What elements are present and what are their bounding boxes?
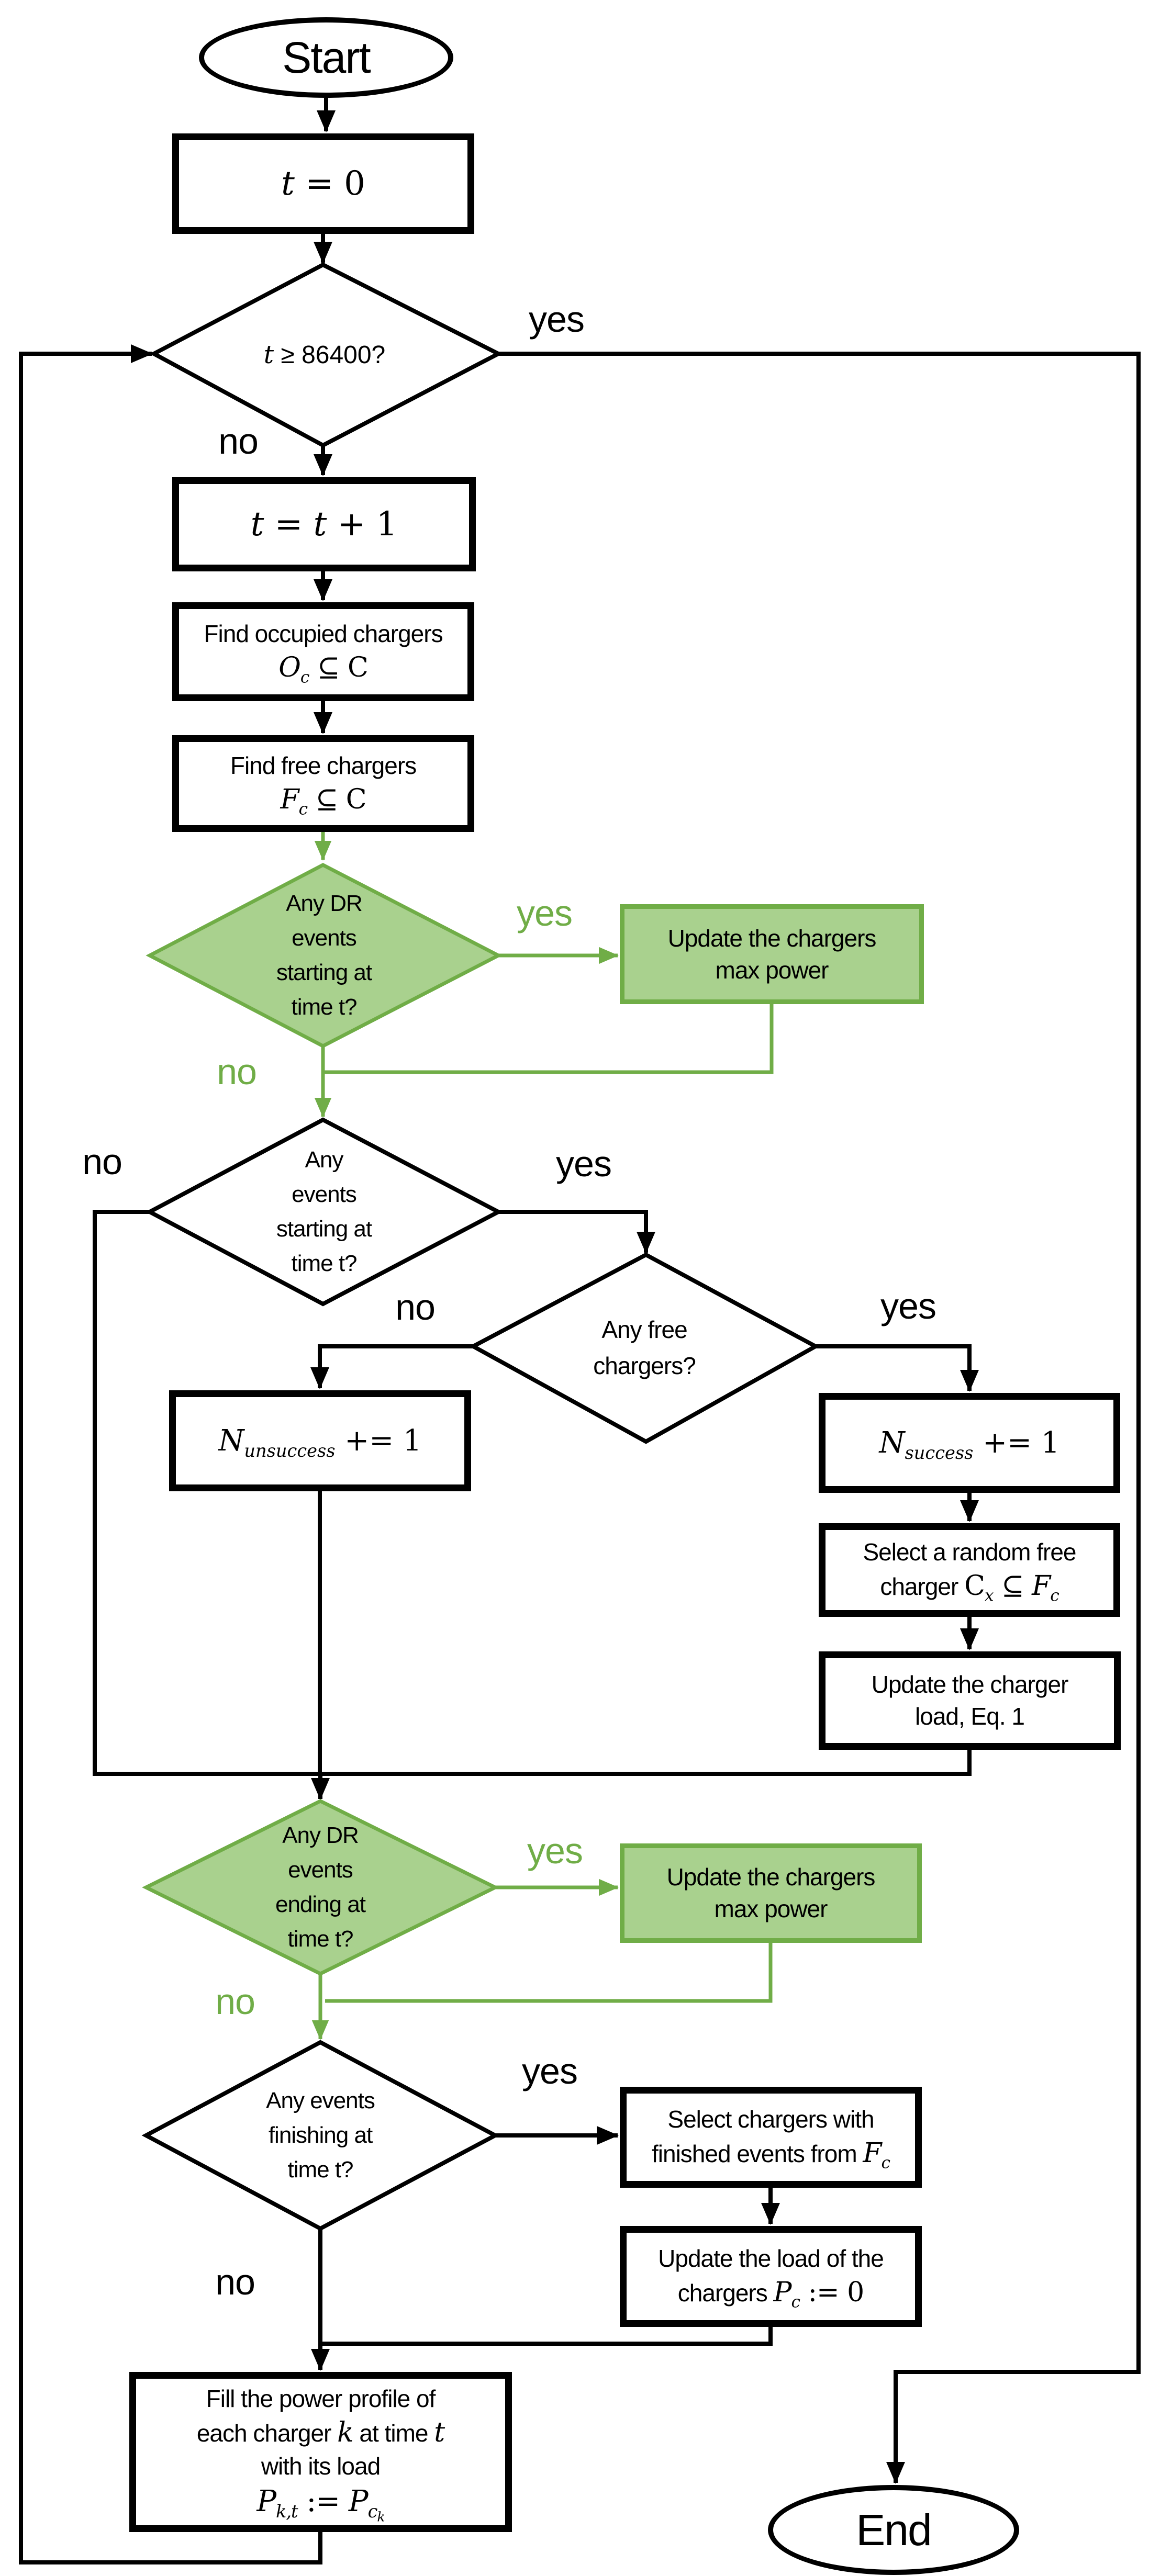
process-find-free: Find free chargers Fc ⊆ C — [172, 735, 474, 832]
process-find-occupied: Find occupied chargers Oc ⊆ C — [172, 602, 474, 701]
label-events-finish-yes: yes — [522, 2051, 578, 2091]
decision-check-end-text: t ≥ 86400? — [199, 329, 450, 381]
edge-updatemax2-return — [325, 1943, 773, 2003]
decision-events-start-shape — [145, 1117, 503, 1307]
decision-free-chargers-shape — [468, 1252, 820, 1444]
edge-updatemax1-return — [323, 1004, 774, 1074]
process-set-t0: t = 0 — [172, 133, 474, 234]
update-max2-line2: max power — [714, 1895, 828, 1922]
label-dr-end-no: no — [215, 1981, 255, 2022]
reset-load-line2: chargers Pc := 0 — [677, 2276, 864, 2311]
process-update-max-power-1: Update the chargers max power — [620, 904, 924, 1004]
events-finish-l1: Any events — [266, 2088, 375, 2113]
label-dr-start-yes: yes — [517, 893, 573, 933]
n-unsuccess-equation: Nunsuccess += 1 — [218, 1424, 422, 1461]
check-end-question: t ≥ 86400? — [263, 340, 386, 369]
select-random-line2: charger Cx ⊆ Fc — [880, 1570, 1059, 1605]
process-reset-load: Update the load of the chargers Pc := 0 — [620, 2226, 922, 2327]
events-start-l2: events — [292, 1182, 357, 1207]
events-start-l3: starting at — [276, 1216, 372, 1242]
events-finish-l2: finishing at — [268, 2122, 373, 2148]
decision-dr-end-text: Any DR events ending at time t? — [216, 1817, 425, 1958]
increment-equation: t = t + 1 — [250, 505, 398, 544]
label-events-start-yes: yes — [556, 1143, 612, 1184]
dr-end-l2: events — [288, 1857, 353, 1883]
events-finish-l3: time t? — [287, 2157, 353, 2183]
find-free-line1: Find free chargers — [230, 751, 417, 779]
edge-eventsstart-no — [93, 1210, 318, 1776]
n-success-equation: Nsuccess += 1 — [879, 1426, 1060, 1464]
dr-start-l3: starting at — [276, 960, 372, 985]
terminal-end: End — [768, 2485, 1019, 2575]
terminal-start: Start — [199, 17, 453, 98]
process-n-success: Nsuccess += 1 — [819, 1393, 1120, 1493]
dr-start-l4: time t? — [291, 994, 357, 1020]
find-occupied-formula: Oc ⊆ C — [278, 651, 369, 687]
edge-freechargers-yes — [816, 1344, 979, 1392]
process-fill-profile: Fill the power profile of each charger k… — [129, 2372, 512, 2532]
free-chargers-l1: Any free — [601, 1316, 687, 1343]
decision-events-finish-shape — [141, 2040, 500, 2231]
label-check-end-no: no — [218, 421, 259, 462]
process-increment-t: t = t + 1 — [172, 477, 476, 571]
fill-profile-equation: Pk,t := Pck — [256, 2484, 385, 2525]
label-free-chargers-no: no — [395, 1287, 436, 1328]
update-max1-line2: max power — [715, 956, 829, 984]
find-free-formula: Fc ⊆ C — [280, 783, 367, 818]
edge-fill-loopback — [19, 344, 322, 2564]
edge-eventsstart-yes — [498, 1210, 655, 1254]
edge-updateload-to-merge — [321, 1750, 972, 1776]
end-label: End — [856, 2505, 932, 2555]
decision-free-chargers-text: Any free chargers? — [540, 1311, 749, 1385]
decision-events-start-text: Any events starting at time t? — [219, 1142, 429, 1282]
select-finished-line2: finished events from Fc — [652, 2137, 890, 2172]
free-chargers-l2: chargers? — [593, 1352, 696, 1379]
events-start-l4: time t? — [291, 1251, 357, 1276]
decision-dr-start-text: Any DR events starting at time t? — [219, 885, 429, 1026]
decision-events-finish-text: Any events finishing at time t? — [216, 2083, 425, 2188]
update-load-line2: load, Eq. 1 — [915, 1703, 1025, 1730]
set-t0-equation: t = 0 — [281, 164, 365, 203]
label-free-chargers-yes: yes — [880, 1286, 936, 1326]
process-select-random-charger: Select a random free charger Cx ⊆ Fc — [819, 1523, 1120, 1617]
edge-check-yes-to-end — [498, 352, 1141, 2484]
dr-start-l2: events — [292, 925, 357, 951]
label-dr-start-no: no — [217, 1051, 257, 1092]
label-events-start-no: no — [82, 1141, 122, 1182]
select-finished-line1: Select chargers with — [667, 2105, 874, 2133]
events-start-l1: Any — [305, 1147, 344, 1173]
select-random-line1: Select a random free — [863, 1538, 1076, 1566]
update-max2-line1: Update the chargers — [666, 1863, 876, 1891]
fill-profile-line3: with its load — [261, 2453, 381, 2480]
fill-profile-line1: Fill the power profile of — [206, 2385, 436, 2413]
decision-check-end-shape — [149, 262, 503, 448]
decision-dr-start-shape — [146, 863, 503, 1048]
process-select-finished: Select chargers with finished events fro… — [620, 2087, 922, 2188]
dr-end-l4: time t? — [287, 1926, 353, 1952]
label-dr-end-yes: yes — [527, 1830, 583, 1871]
process-n-unsuccess: Nunsuccess += 1 — [169, 1390, 471, 1491]
dr-start-l1: Any DR — [286, 891, 363, 916]
fill-profile-line2: each charger k at time t — [196, 2416, 445, 2448]
dr-end-l3: ending at — [275, 1892, 366, 1917]
start-label: Start — [282, 32, 371, 82]
process-update-max-power-2: Update the chargers max power — [620, 1843, 922, 1943]
update-load-line1: Update the charger — [871, 1671, 1069, 1698]
dr-end-l1: Any DR — [282, 1823, 359, 1848]
decision-dr-end-shape — [142, 1799, 499, 1976]
label-events-finish-no: no — [215, 2262, 255, 2302]
update-max1-line1: Update the chargers — [667, 924, 877, 952]
reset-load-line1: Update the load of the — [658, 2244, 884, 2272]
label-check-end-yes: yes — [529, 299, 585, 340]
edge-resetload-to-merge — [321, 2327, 773, 2346]
process-update-charger-load: Update the charger load, Eq. 1 — [819, 1651, 1121, 1750]
find-occupied-line1: Find occupied chargers — [204, 620, 443, 647]
edge-freechargers-no — [310, 1344, 473, 1389]
